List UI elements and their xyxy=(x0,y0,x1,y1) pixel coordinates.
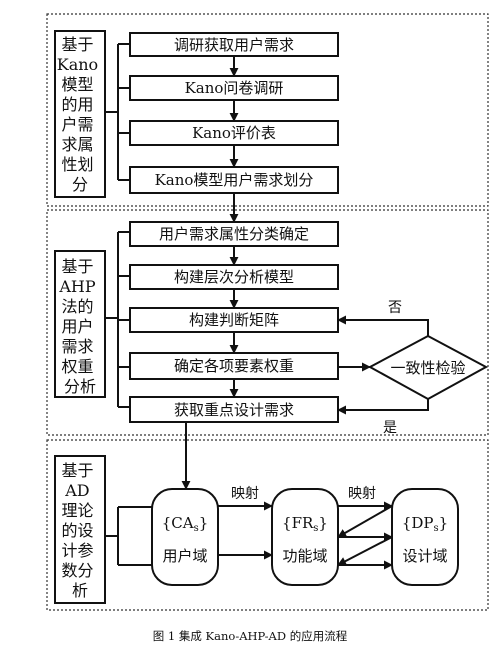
section-ad-label-box xyxy=(54,455,106,604)
kano-step-1: 调研获取用户需求 xyxy=(174,36,294,54)
check-no-label: 否 xyxy=(388,300,402,316)
domain-fr-name: 功能域 xyxy=(282,547,327,565)
section-ahp-label: 基于 AHP 法的 用户 需求 权重 分析 xyxy=(58,257,100,396)
domain-fr-code: {FRs} xyxy=(282,514,328,534)
domain-ca-code: {CAs} xyxy=(162,514,209,534)
kano-bracket xyxy=(105,43,130,181)
figure-caption: 图 1 集成 Kano-AHP-AD 的应用流程 xyxy=(153,629,348,643)
section-kano-frame xyxy=(46,13,489,207)
ahp-step-1: 用户需求属性分类确定 xyxy=(159,225,309,243)
ahp-step-1-box xyxy=(129,221,339,247)
kano-step-3: Kano评价表 xyxy=(192,124,276,142)
ahp-step-5: 获取重点设计需求 xyxy=(174,401,294,419)
domain-fr-box xyxy=(271,488,339,586)
ahp-bracket xyxy=(105,231,130,408)
ahp-step-2: 构建层次分析模型 xyxy=(174,268,294,286)
domain-dp-code: {DPs} xyxy=(402,514,448,534)
section-ad-label: 基于 AD 理论 的设 计参 数分 析 xyxy=(61,461,98,600)
ahp-step-3-box xyxy=(129,307,339,333)
domain-ca-box xyxy=(151,488,219,586)
domain-ca-name: 用户域 xyxy=(162,547,207,565)
ad-bracket xyxy=(105,506,152,566)
check-yes-label: 是 xyxy=(383,420,397,436)
domain-dp-box xyxy=(391,488,459,586)
kano-step-4-box xyxy=(129,166,339,194)
domain-dp-name: 设计域 xyxy=(402,547,447,565)
section-ad-frame xyxy=(46,439,489,611)
mapping-label-fr-dp: 映射 xyxy=(348,486,376,502)
arrow-check-no xyxy=(337,315,429,336)
section-ahp-label-box xyxy=(54,250,106,398)
arrow-dp-fr-diagonal-1 xyxy=(337,505,393,538)
ahp-step-4: 确定各项要素权重 xyxy=(174,357,294,375)
section-ahp-frame xyxy=(46,209,489,436)
arrow-dp-fr-diagonal-2 xyxy=(337,536,393,566)
section-kano-label: 基于 Kano 模型 的用 户需 求属 性划 分 xyxy=(57,35,104,194)
kano-step-4: Kano模型用户需求划分 xyxy=(155,171,314,189)
ahp-step-4-box xyxy=(129,352,339,380)
section-kano-label-box xyxy=(54,30,106,198)
ahp-step-3: 构建判断矩阵 xyxy=(189,311,279,329)
kano-step-2: Kano问卷调研 xyxy=(185,79,284,97)
consistency-check-label: 一致性检验 xyxy=(390,359,465,377)
mapping-label-ca-fr: 映射 xyxy=(231,486,259,502)
arrow-check-yes xyxy=(337,399,429,415)
kano-step-3-box xyxy=(129,120,339,146)
consistency-check-diamond xyxy=(367,334,489,401)
ahp-step-5-box xyxy=(129,396,339,423)
